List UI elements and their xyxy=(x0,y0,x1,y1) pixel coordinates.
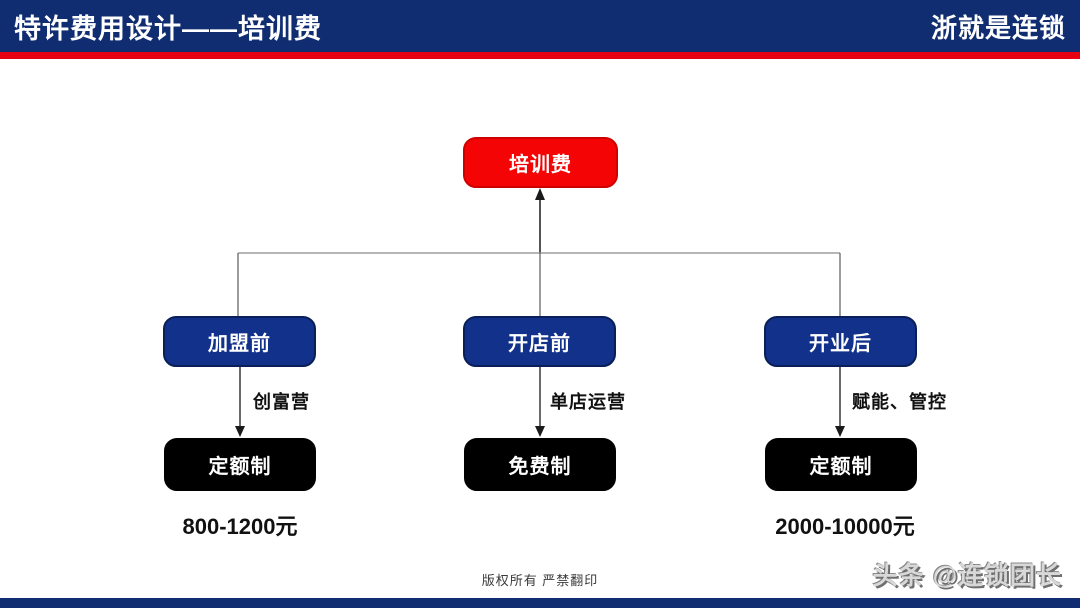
header-accent-line xyxy=(0,52,1080,59)
node-model-fixed-left: 定额制 xyxy=(164,438,316,491)
bottom-bar xyxy=(0,598,1080,608)
copyright-text: 版权所有 严禁翻印 xyxy=(481,573,599,588)
node-stage-pre-opening: 开店前 xyxy=(463,316,616,367)
arrow-label-left: 创富营 xyxy=(253,392,310,412)
node-stage-post-opening: 开业后 xyxy=(764,316,917,367)
arrow-to-root xyxy=(535,188,545,253)
node-model-fixed-right: 定额制 xyxy=(765,438,917,491)
node-model-free: 免费制 xyxy=(464,438,616,491)
header-bar: 特许费用设计——培训费 浙就是连锁 xyxy=(0,0,1080,52)
price-left: 800-1200元 xyxy=(182,514,298,539)
arrow-label-right: 赋能、管控 xyxy=(852,392,947,412)
arrow-middle xyxy=(535,367,545,437)
page-title: 特许费用设计——培训费 xyxy=(14,13,322,44)
arrow-right xyxy=(835,367,845,437)
arrow-left xyxy=(235,367,245,437)
arrow-label-middle: 单店运营 xyxy=(550,392,626,412)
brand-title: 浙就是连锁 xyxy=(930,12,1066,43)
node-training-fee: 培训费 xyxy=(463,137,618,188)
watermark-text: 头条 @连锁团长 xyxy=(872,562,1062,590)
price-right: 2000-10000元 xyxy=(775,514,915,539)
node-stage-pre-franchise: 加盟前 xyxy=(163,316,316,367)
